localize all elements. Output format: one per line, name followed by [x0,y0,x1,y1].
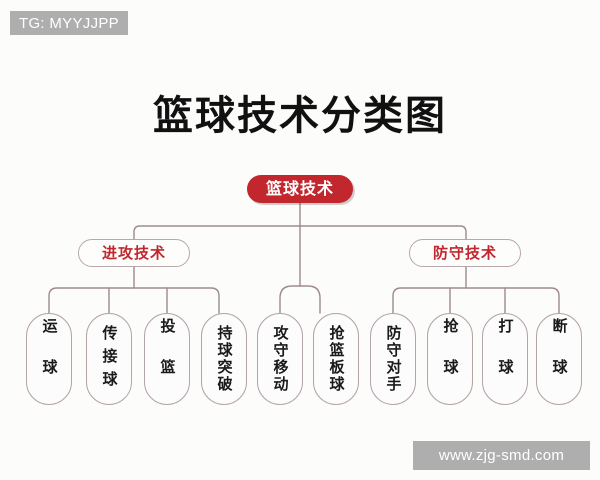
page-title: 篮球技术分类图 [153,93,447,139]
node-leaf-shooting[interactable]: 投篮 [144,313,190,405]
node-leaf-intercept[interactable]: 断球 [536,313,582,405]
node-leaf-pass-catch[interactable]: 传接球 [86,313,132,405]
node-leaf-rebound[interactable]: 抢篮板球 [313,313,359,405]
node-leaf-guard-opponent[interactable]: 防守对手 [370,313,416,405]
node-leaf-guard-opponent-label: 防守对手 [384,325,403,393]
node-root-label: 篮球技术 [265,179,334,198]
node-leaf-pass-catch-label: 传接球 [100,324,119,394]
node-leaf-intercept-label: 断球 [550,318,569,400]
node-branch-defense[interactable]: 防守技术 [409,239,521,267]
watermark-top-left: TG: MYYJJPP [10,11,128,35]
node-leaf-hit-ball[interactable]: 打球 [482,313,528,405]
node-leaf-movement-label: 攻守移动 [271,325,290,393]
node-leaf-shooting-label: 投篮 [158,318,177,400]
node-leaf-dribble-label: 运球 [40,318,59,400]
node-leaf-steal[interactable]: 抢球 [427,313,473,405]
node-leaf-movement[interactable]: 攻守移动 [257,313,303,405]
node-leaf-steal-label: 抢球 [441,318,460,400]
node-leaf-hit-ball-label: 打球 [496,318,515,400]
node-root[interactable]: 篮球技术 [247,175,353,203]
node-branch-defense-label: 防守技术 [432,243,497,262]
node-leaf-drive[interactable]: 持球突破 [201,313,247,405]
watermark-bottom-right: www.zjg-smd.com [413,441,590,470]
node-branch-offense[interactable]: 进攻技术 [78,239,190,267]
node-leaf-rebound-label: 抢篮板球 [327,325,346,393]
node-branch-offense-label: 进攻技术 [101,243,166,262]
node-leaf-drive-label: 持球突破 [215,325,234,393]
node-leaf-dribble[interactable]: 运球 [26,313,72,405]
